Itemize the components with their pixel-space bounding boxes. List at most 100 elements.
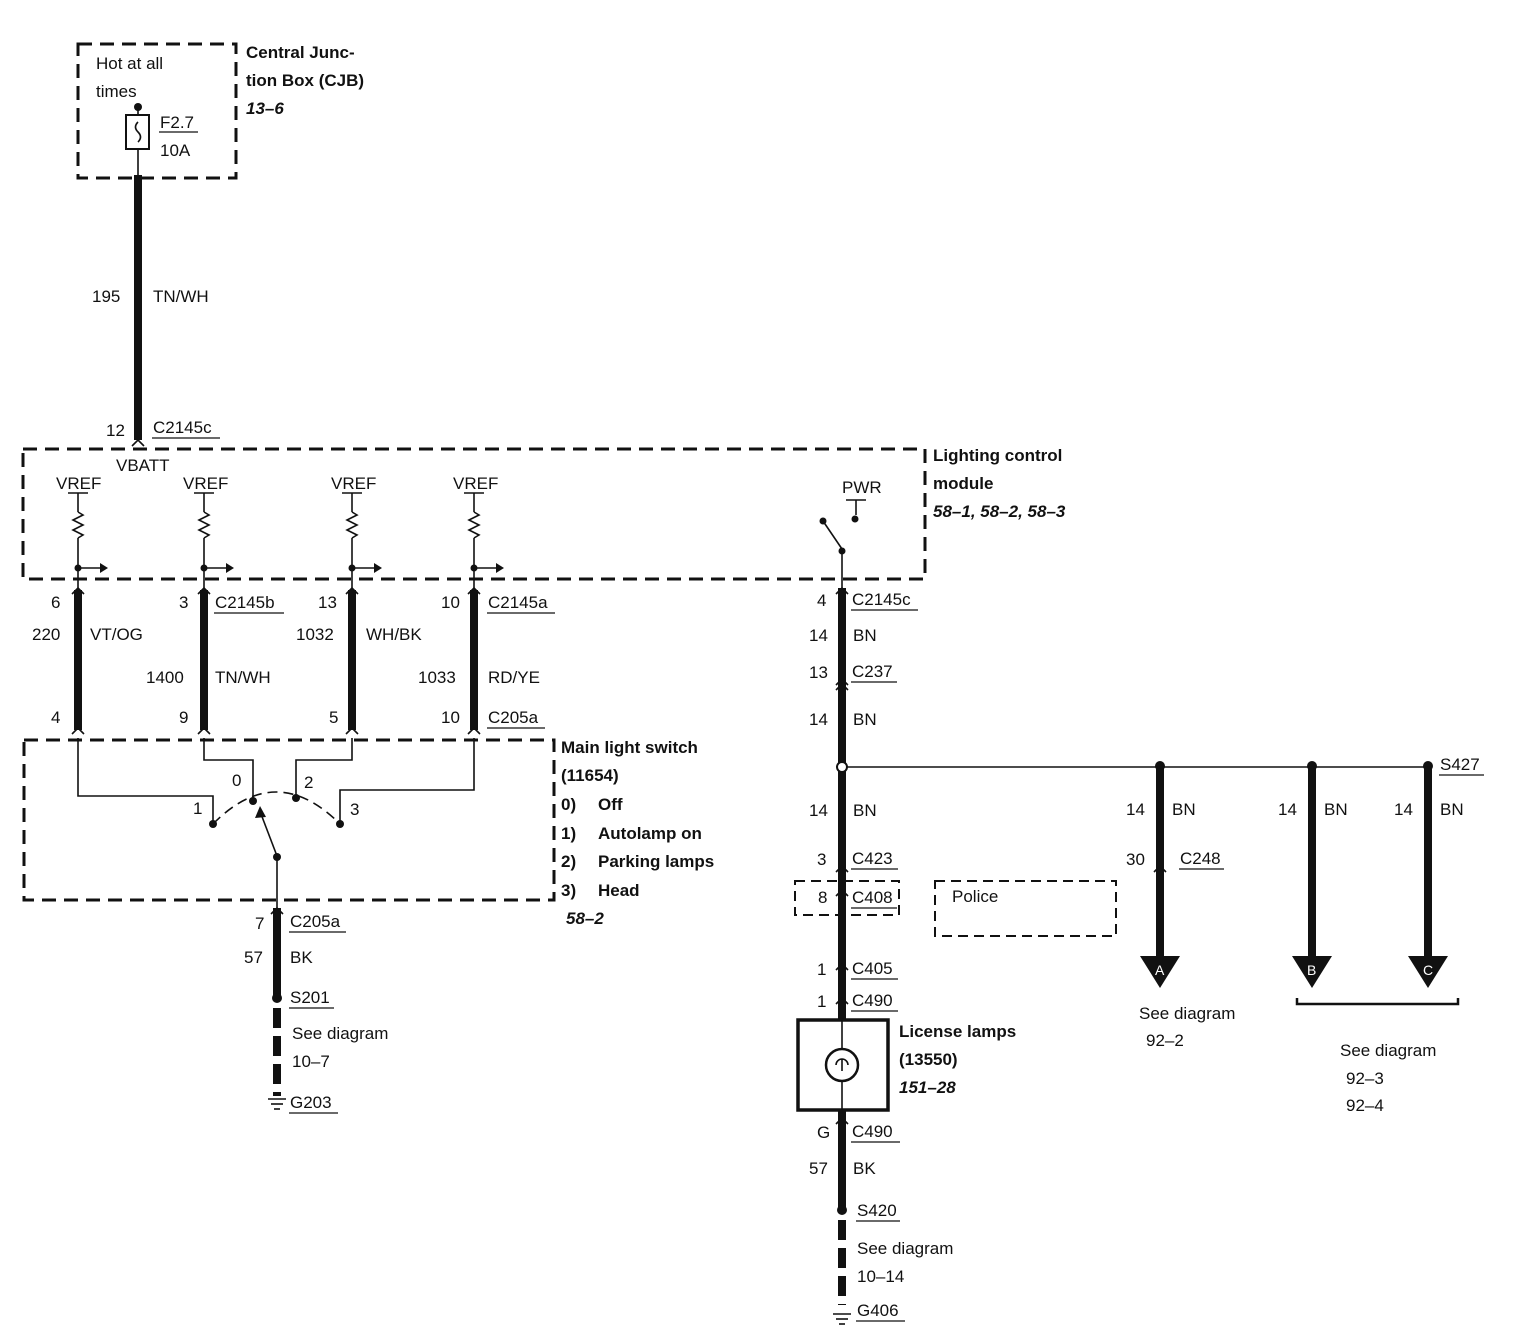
lcm-vbatt: VBATT <box>116 456 170 475</box>
fuse-element-icon <box>134 121 142 143</box>
rb-pin: 4 <box>817 591 826 610</box>
fuse-id: F2.7 <box>160 113 194 132</box>
switch-pos-label: Head <box>598 881 640 900</box>
police-box <box>934 880 1117 937</box>
branch-color: BN <box>1324 800 1348 819</box>
rb-color: BN <box>853 801 877 820</box>
main-switch-ref: 58–2 <box>566 909 604 928</box>
branch-color: BN <box>1440 800 1464 819</box>
rb-circuit: 57 <box>809 1159 828 1178</box>
switch-arc <box>212 791 341 825</box>
arrow-letter: C <box>1423 962 1433 978</box>
c408-box <box>794 880 900 916</box>
main-switch-title-2: (11654) <box>561 766 619 785</box>
lcm-title-1: Lighting control <box>933 446 1062 465</box>
switch-pos-label: Autolamp on <box>598 824 702 843</box>
wire-1400: 3 C2145b 1400 TN/WH 9 <box>146 586 284 735</box>
main-switch-title-1: Main light switch <box>561 738 698 757</box>
rb-pin: G <box>817 1123 830 1142</box>
lg-color: BK <box>290 948 313 967</box>
sense-arrow-icon <box>100 563 108 573</box>
rb-connector: C408 <box>852 888 893 907</box>
rb-connector: C490 <box>852 1122 893 1141</box>
rb-pin: 1 <box>817 992 826 1011</box>
rb-color: BN <box>853 710 877 729</box>
wire-pin: 4 <box>51 708 60 727</box>
wire-circuit: 220 <box>32 625 60 644</box>
contact-2 <box>292 794 300 802</box>
contact-2-trace <box>295 738 353 797</box>
branch-circuit: 14 <box>1394 800 1413 819</box>
wire-pin: 10 <box>441 708 460 727</box>
lg-splice: S201 <box>290 988 330 1007</box>
rb-splice: S420 <box>857 1201 897 1220</box>
rb-see-1: See diagram <box>857 1239 953 1258</box>
splice-s201 <box>272 993 282 1003</box>
wire-circuit: 1032 <box>296 625 334 644</box>
wire-1032: 13 1032 WH/BK 5 <box>296 586 422 735</box>
resistor-icon <box>71 511 85 539</box>
feed-circuit: 195 <box>92 287 120 306</box>
contact-3-trace <box>339 738 475 823</box>
rb-color: BK <box>853 1159 876 1178</box>
wire-220: 6 220 VT/OG 4 <box>32 586 143 735</box>
cjb-box <box>76 42 238 180</box>
feed-pin: 12 <box>106 421 125 440</box>
wiper-arrow-icon <box>255 806 266 818</box>
wire-color: WH/BK <box>366 625 422 644</box>
lcm-ref: 58–1, 58–2, 58–3 <box>933 502 1066 521</box>
rb-circuit: 14 <box>809 626 828 645</box>
rb-connector: C405 <box>852 959 893 978</box>
wire-connector: C2145a <box>488 593 548 612</box>
lamp-title-1: License lamps <box>899 1022 1016 1041</box>
lg-pin: 7 <box>255 914 264 933</box>
vref-1: VREF <box>56 474 108 590</box>
rb-ground: G406 <box>857 1301 899 1320</box>
fuse-rating: 10A <box>160 141 191 160</box>
splice-s420 <box>837 1205 847 1215</box>
contact-label: 2 <box>304 773 313 792</box>
wire-pin: 3 <box>179 593 188 612</box>
resistor-icon <box>345 511 359 539</box>
wire-circuit: 1033 <box>418 668 456 687</box>
cjb-title-2: tion Box (CJB) <box>246 71 364 90</box>
off-page-arrow-b-icon <box>1292 956 1332 988</box>
cjb-hot-label-1: Hot at all <box>96 54 163 73</box>
lcm-title-2: module <box>933 474 993 493</box>
rb-see-2: 10–14 <box>857 1267 904 1286</box>
arrow-letter: B <box>1307 962 1316 978</box>
switch-pos-label: Off <box>598 795 623 814</box>
branch-circuit: 14 <box>1126 800 1145 819</box>
s427-label: S427 <box>1440 755 1480 774</box>
branch-color: BN <box>1172 800 1196 819</box>
connector-chevron <box>835 677 849 686</box>
wire-circuit: 1400 <box>146 668 184 687</box>
wire-pin: 6 <box>51 593 60 612</box>
vref-3: VREF <box>331 474 382 590</box>
switch-pos-label: Parking lamps <box>598 852 714 871</box>
cjb-title-1: Central Junc- <box>246 43 355 62</box>
rb-color: BN <box>853 626 877 645</box>
wire-connector: C2145b <box>215 593 275 612</box>
lamp-ref: 151–28 <box>899 1078 956 1097</box>
switch-pos-num: 1) <box>561 824 576 843</box>
branch-pin: 30 <box>1126 850 1145 869</box>
branch-circuit: 14 <box>1278 800 1297 819</box>
bc-see-3: 92–4 <box>1346 1096 1384 1115</box>
contact-label: 0 <box>232 771 241 790</box>
switch-blade <box>822 520 843 550</box>
ground-icon <box>833 1313 851 1325</box>
switch-pos-num: 2) <box>561 852 576 871</box>
wire-pin: 10 <box>441 593 460 612</box>
branch-connector: C248 <box>1180 849 1221 868</box>
sense-arrow-icon <box>226 563 234 573</box>
contact-label: 1 <box>193 799 202 818</box>
bc-see-1: See diagram <box>1340 1041 1436 1060</box>
rb-circuit: 14 <box>809 801 828 820</box>
connector-chevron <box>131 438 145 447</box>
rb-connector: C237 <box>852 662 893 681</box>
rb-pin: 13 <box>809 663 828 682</box>
lamp-title-2: (13550) <box>899 1050 958 1069</box>
